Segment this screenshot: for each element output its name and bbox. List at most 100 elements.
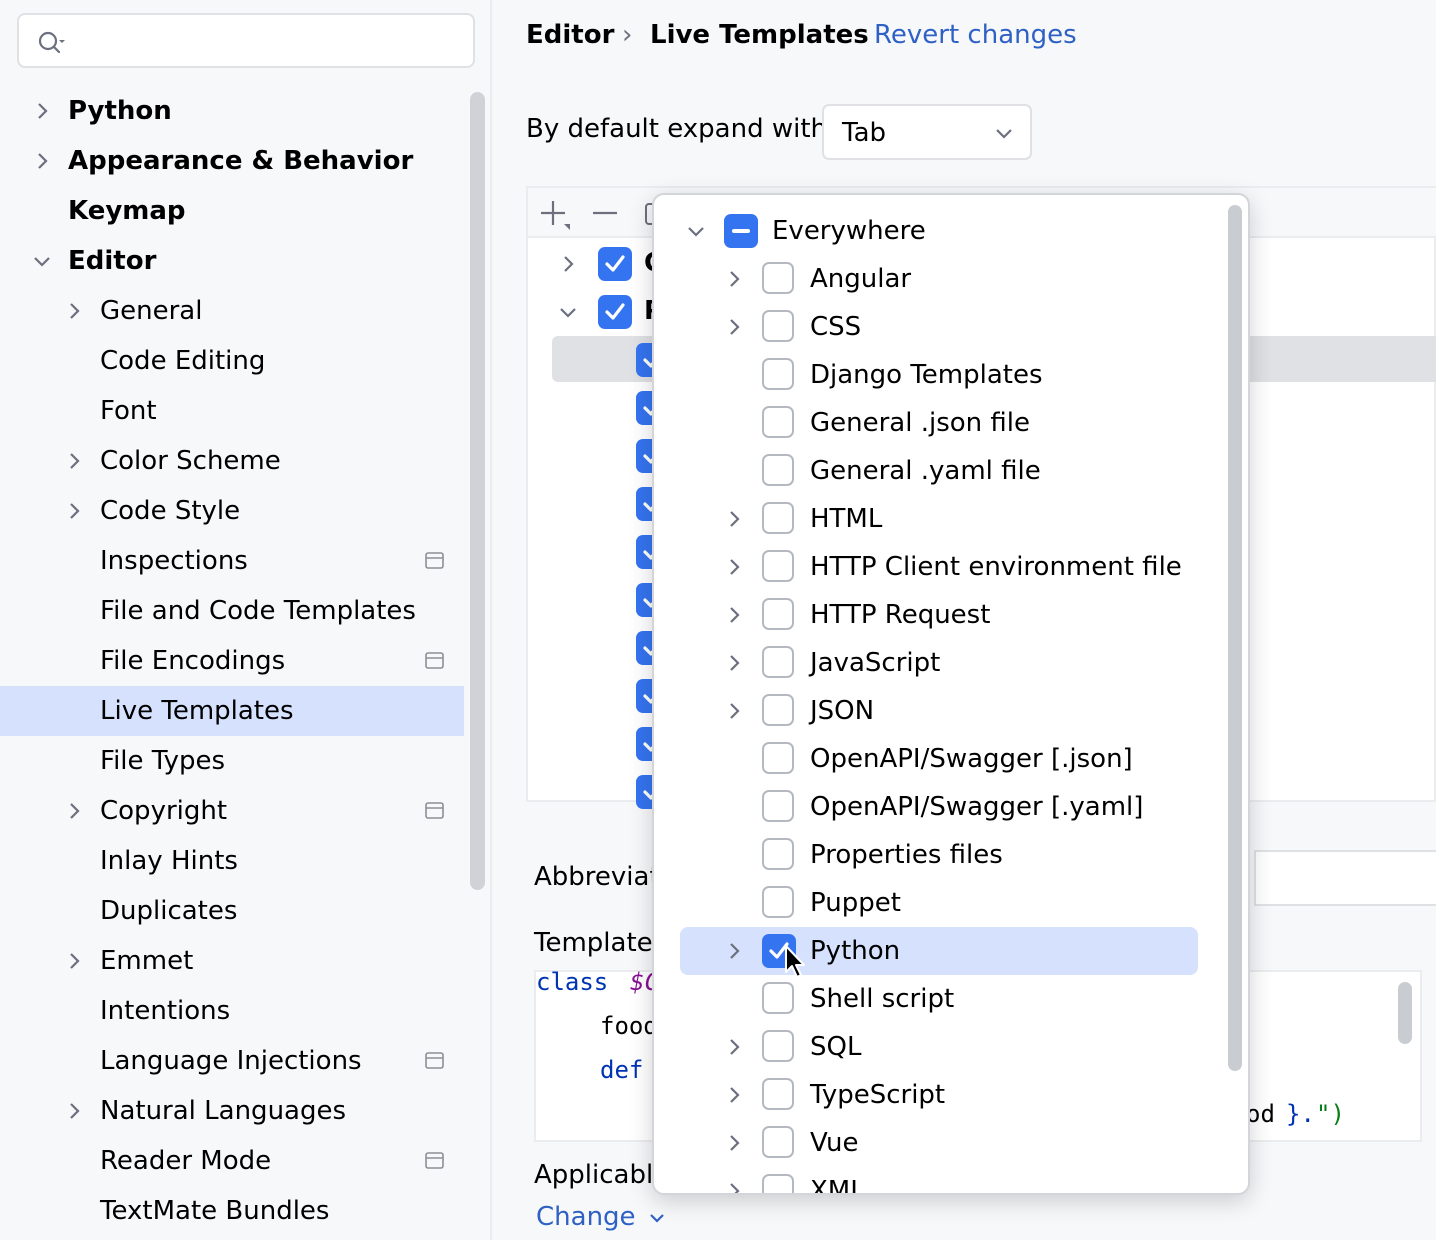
chevron-right-icon[interactable] xyxy=(64,1101,84,1121)
context-checkbox[interactable] xyxy=(762,598,794,630)
sidebar-item-appearance-behavior[interactable]: Appearance & Behavior xyxy=(0,136,464,186)
context-checkbox[interactable] xyxy=(762,694,794,726)
context-item-json[interactable]: JSON xyxy=(654,687,1214,735)
sidebar-item-language-injections[interactable]: Language Injections xyxy=(0,1036,464,1086)
context-item-html[interactable]: HTML xyxy=(654,495,1214,543)
everywhere-checkbox[interactable] xyxy=(724,214,758,248)
sidebar-item-intentions[interactable]: Intentions xyxy=(0,986,464,1036)
sidebar-item-live-templates[interactable]: Live Templates xyxy=(0,686,464,736)
context-item-python[interactable]: Python xyxy=(654,927,1214,975)
context-checkbox[interactable] xyxy=(762,550,794,582)
sidebar-item-emmet[interactable]: Emmet xyxy=(0,936,464,986)
sidebar-item-duplicates[interactable]: Duplicates xyxy=(0,886,464,936)
context-item-angular[interactable]: Angular xyxy=(654,255,1214,303)
sidebar-item-file-types[interactable]: File Types xyxy=(0,736,464,786)
context-item-http-request[interactable]: HTTP Request xyxy=(654,591,1214,639)
sidebar-item-code-editing[interactable]: Code Editing xyxy=(0,336,464,386)
context-checkbox[interactable] xyxy=(762,646,794,678)
chevron-right-icon[interactable] xyxy=(724,1037,744,1057)
template-group-checkbox[interactable] xyxy=(598,247,632,281)
context-item-everywhere[interactable]: Everywhere xyxy=(654,207,1214,255)
search-input[interactable] xyxy=(75,23,455,59)
sidebar-item-font[interactable]: Font xyxy=(0,386,464,436)
chevron-right-icon[interactable] xyxy=(724,509,744,529)
context-checkbox[interactable] xyxy=(762,742,794,774)
chevron-right-icon[interactable] xyxy=(32,101,52,121)
context-checkbox[interactable] xyxy=(762,790,794,822)
sidebar-scrollbar[interactable] xyxy=(470,92,485,890)
sidebar-item-reader-mode[interactable]: Reader Mode xyxy=(0,1136,464,1186)
chevron-right-icon[interactable] xyxy=(724,1085,744,1105)
chevron-right-icon[interactable] xyxy=(724,1133,744,1153)
context-item-typescript[interactable]: TypeScript xyxy=(654,1071,1214,1119)
chevron-right-icon[interactable] xyxy=(724,557,744,577)
template-group-checkbox[interactable] xyxy=(598,295,632,329)
context-item-general-yaml-file[interactable]: General .yaml file xyxy=(654,447,1214,495)
chevron-right-icon[interactable] xyxy=(64,951,84,971)
expand-with-dropdown[interactable]: Tab xyxy=(822,104,1032,160)
context-item-openapi-swagger-json[interactable]: OpenAPI/Swagger [.json] xyxy=(654,735,1214,783)
context-item-vue[interactable]: Vue xyxy=(654,1119,1214,1167)
context-item-css[interactable]: CSS xyxy=(654,303,1214,351)
context-item-puppet[interactable]: Puppet xyxy=(654,879,1214,927)
context-item-general-json-file[interactable]: General .json file xyxy=(654,399,1214,447)
sidebar-item-general[interactable]: General xyxy=(0,286,464,336)
chevron-right-icon[interactable] xyxy=(724,1181,744,1195)
context-checkbox[interactable] xyxy=(762,1078,794,1110)
sidebar-item-color-scheme[interactable]: Color Scheme xyxy=(0,436,464,486)
change-context-link[interactable]: Change xyxy=(536,1202,666,1232)
context-checkbox[interactable] xyxy=(762,838,794,870)
chevron-right-icon[interactable] xyxy=(724,317,744,337)
context-item-javascript[interactable]: JavaScript xyxy=(654,639,1214,687)
context-item-xml[interactable]: XML xyxy=(654,1167,1214,1195)
breadcrumb-editor[interactable]: Editor xyxy=(526,20,615,50)
chevron-right-icon[interactable] xyxy=(724,701,744,721)
chevron-right-icon[interactable] xyxy=(724,653,744,673)
sidebar-item-file-encodings[interactable]: File Encodings xyxy=(0,636,464,686)
context-checkbox[interactable] xyxy=(762,262,794,294)
chevron-right-icon[interactable] xyxy=(32,151,52,171)
context-item-label: CSS xyxy=(810,312,862,342)
context-item-properties-files[interactable]: Properties files xyxy=(654,831,1214,879)
popup-scrollbar[interactable] xyxy=(1228,205,1242,1071)
context-checkbox[interactable] xyxy=(762,1126,794,1158)
context-item-shell-script[interactable]: Shell script xyxy=(654,975,1214,1023)
context-checkbox[interactable] xyxy=(762,1030,794,1062)
context-checkbox[interactable] xyxy=(762,406,794,438)
context-item-sql[interactable]: SQL xyxy=(654,1023,1214,1071)
context-checkbox[interactable] xyxy=(762,502,794,534)
sidebar-item-editor[interactable]: Editor xyxy=(0,236,464,286)
chevron-right-icon[interactable] xyxy=(724,941,744,961)
chevron-right-icon[interactable] xyxy=(64,451,84,471)
remove-icon[interactable] xyxy=(590,198,620,228)
chevron-down-icon[interactable] xyxy=(32,251,52,271)
context-item-http-client-environment-file[interactable]: HTTP Client environment file xyxy=(654,543,1214,591)
chevron-right-icon[interactable] xyxy=(724,605,744,625)
chevron-right-icon[interactable] xyxy=(64,301,84,321)
chevron-right-icon[interactable] xyxy=(64,801,84,821)
sidebar-item-keymap[interactable]: Keymap xyxy=(0,186,464,236)
context-checkbox[interactable] xyxy=(762,310,794,342)
sidebar-item-inlay-hints[interactable]: Inlay Hints xyxy=(0,836,464,886)
sidebar-item-natural-languages[interactable]: Natural Languages xyxy=(0,1086,464,1136)
context-checkbox[interactable] xyxy=(762,454,794,486)
sidebar-item-code-style[interactable]: Code Style xyxy=(0,486,464,536)
context-item-openapi-swagger-yaml[interactable]: OpenAPI/Swagger [.yaml] xyxy=(654,783,1214,831)
context-checkbox[interactable] xyxy=(762,358,794,390)
context-checkbox[interactable] xyxy=(762,886,794,918)
sidebar-item-file-and-code-templates[interactable]: File and Code Templates xyxy=(0,586,464,636)
settings-search-field[interactable] xyxy=(17,13,475,68)
sidebar-item-copyright[interactable]: Copyright xyxy=(0,786,464,836)
abbreviation-field[interactable] xyxy=(1254,850,1436,906)
add-icon[interactable] xyxy=(538,198,572,232)
context-checkbox[interactable] xyxy=(762,982,794,1014)
chevron-right-icon[interactable] xyxy=(64,501,84,521)
context-item-django-templates[interactable]: Django Templates xyxy=(654,351,1214,399)
chevron-right-icon[interactable] xyxy=(724,269,744,289)
editor-scrollbar[interactable] xyxy=(1398,982,1412,1044)
sidebar-item-inspections[interactable]: Inspections xyxy=(0,536,464,586)
context-checkbox[interactable] xyxy=(762,1174,794,1193)
sidebar-item-textmate-bundles[interactable]: TextMate Bundles xyxy=(0,1186,464,1236)
sidebar-item-python[interactable]: Python xyxy=(0,86,464,136)
revert-changes-link[interactable]: Revert changes xyxy=(874,20,1077,50)
